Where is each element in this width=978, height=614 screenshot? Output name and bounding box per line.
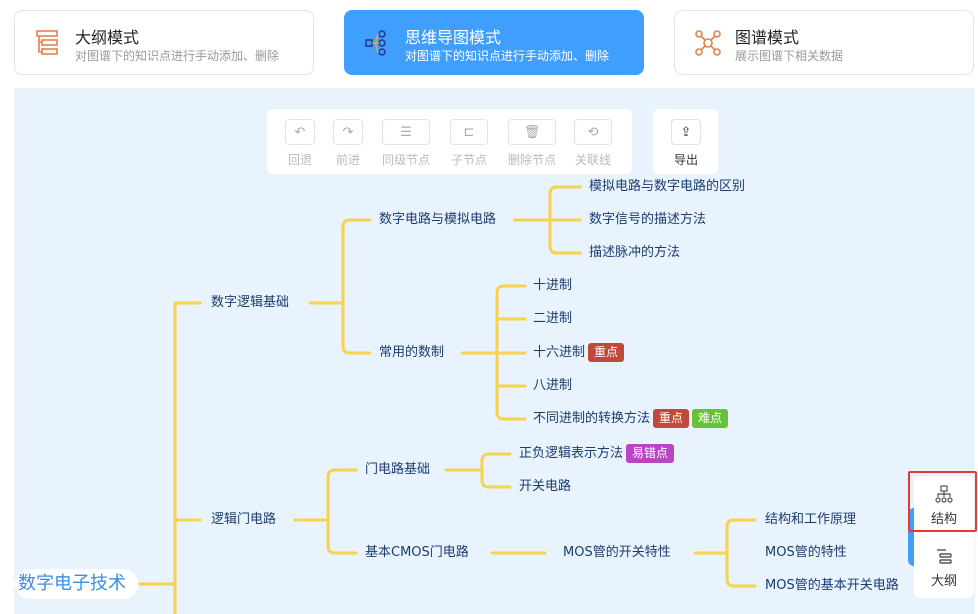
mindmap-node[interactable]: 数字电路与模拟电路: [379, 212, 497, 227]
mindmap-node[interactable]: MOS管的开关特性: [563, 545, 671, 560]
relation-icon: ⟲: [574, 119, 612, 145]
undo-icon: ↶: [285, 119, 315, 145]
structure-icon: [935, 485, 953, 503]
outline-label: 大纲: [930, 574, 957, 589]
undo-button[interactable]: ↶ 回退: [281, 119, 319, 168]
mindmap-node[interactable]: 正负逻辑表示方法易错点: [519, 444, 675, 464]
side-panel-handle[interactable]: [908, 508, 916, 566]
outline-icon: [36, 30, 58, 55]
mindmap-node[interactable]: 十进制: [533, 278, 573, 293]
outline-icon: [937, 549, 952, 564]
key-tag: 重点: [653, 409, 690, 428]
node-label: 正负逻辑表示方法: [519, 446, 624, 461]
highlight-box: [908, 471, 977, 532]
mindmap-node[interactable]: MOS管的特性: [765, 545, 847, 560]
child-label: 子节点: [450, 153, 487, 167]
mindmap-node[interactable]: 数字逻辑基础: [211, 295, 290, 310]
node-label: 十六进制: [533, 345, 586, 360]
sibling-label: 同级节点: [381, 153, 430, 167]
mindmap-node[interactable]: 开关电路: [519, 479, 572, 494]
side-panel: 结构 大纲: [914, 476, 974, 598]
export-button[interactable]: ⇪ 导出: [670, 119, 702, 168]
redo-icon: ↷: [333, 119, 363, 145]
mindmap-node[interactable]: 基本CMOS门电路: [365, 545, 469, 560]
child-node-icon: ⊏: [450, 119, 488, 145]
mindmap-node[interactable]: 不同进制的转换方法重点难点: [533, 409, 729, 429]
relation-line-button[interactable]: ⟲ 关联线: [573, 119, 613, 168]
mode-desc: 对图谱下的知识点进行手动添加、删除: [75, 49, 280, 63]
undo-label: 回退: [287, 153, 312, 167]
structure-button[interactable]: 结构: [914, 484, 974, 527]
mindmap-node[interactable]: 二进制: [533, 311, 573, 326]
redo-label: 前进: [335, 153, 360, 167]
sibling-node-button[interactable]: ☰ 同级节点: [379, 119, 433, 168]
mindmap-icon: [365, 30, 386, 56]
mode-title: 图谱模式: [735, 28, 800, 47]
graph-icon: [695, 30, 721, 56]
mindmap-node[interactable]: 常用的数制: [379, 345, 445, 360]
hard-tag: 难点: [692, 409, 729, 428]
mode-mindmap[interactable]: 思维导图模式 对图谱下的知识点进行手动添加、删除: [344, 10, 644, 75]
mindmap-node[interactable]: MOS管的基本开关电路: [765, 578, 899, 593]
mode-outline[interactable]: 大纲模式 对图谱下的知识点进行手动添加、删除: [14, 10, 314, 75]
root-node[interactable]: 数字电子技术: [15, 569, 138, 599]
export-toolbar: ⇪ 导出: [653, 109, 718, 174]
node-label: 不同进制的转换方法: [533, 411, 651, 426]
error-prone-tag: 易错点: [626, 444, 675, 463]
mindmap-node[interactable]: 模拟电路与数字电路的区别: [589, 179, 746, 194]
child-node-button[interactable]: ⊏ 子节点: [447, 119, 491, 168]
export-label: 导出: [673, 153, 698, 167]
mode-desc: 展示图谱下相关数据: [735, 49, 844, 63]
relation-label: 关联线: [574, 153, 611, 167]
mode-title: 思维导图模式: [405, 28, 502, 47]
edit-toolbar: ↶ 回退 ↷ 前进 ☰ 同级节点 ⊏ 子节点 🗑 删除节点 ⟲ 关联线: [267, 109, 632, 174]
mode-graph[interactable]: 图谱模式 展示图谱下相关数据: [674, 10, 974, 75]
delete-label: 删除节点: [507, 153, 556, 167]
mindmap-node[interactable]: 八进制: [533, 378, 573, 393]
mindmap-node[interactable]: 结构和工作原理: [765, 512, 857, 527]
key-tag: 重点: [588, 343, 625, 362]
outline-button[interactable]: 大纲: [914, 546, 974, 589]
export-icon: ⇪: [671, 119, 701, 145]
mindmap-node[interactable]: 门电路基础: [365, 462, 431, 477]
structure-label: 结构: [930, 512, 957, 527]
mode-title: 大纲模式: [75, 28, 140, 47]
delete-node-button[interactable]: 🗑 删除节点: [505, 119, 559, 168]
mode-desc: 对图谱下的知识点进行手动添加、删除: [405, 49, 610, 63]
mindmap-node[interactable]: 逻辑门电路: [211, 512, 277, 527]
redo-button[interactable]: ↷ 前进: [329, 119, 367, 168]
mindmap-node[interactable]: 数字信号的描述方法: [589, 212, 707, 227]
trash-icon: 🗑: [508, 119, 556, 145]
mindmap-node[interactable]: 十六进制重点: [533, 343, 625, 363]
mindmap-node[interactable]: 描述脉冲的方法: [589, 245, 681, 260]
sibling-node-icon: ☰: [382, 119, 430, 145]
